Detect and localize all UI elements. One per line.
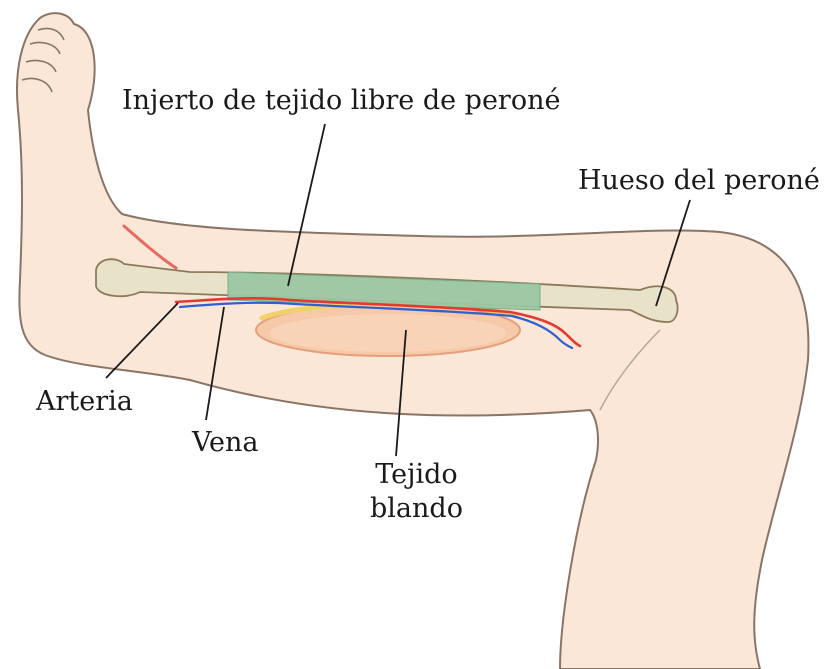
soft-tissue-label-line2: blando	[370, 492, 463, 526]
fibula-bone-label: Hueso del peroné	[578, 164, 820, 198]
vein-label: Vena	[192, 426, 259, 460]
soft-tissue-label-line1: Tejido	[370, 458, 463, 492]
graft-label: Injerto de tejido libre de peroné	[122, 84, 560, 118]
soft-tissue-inner	[270, 314, 506, 352]
soft-tissue-label: Tejido blando	[370, 458, 463, 526]
artery-label: Arteria	[36, 385, 133, 419]
